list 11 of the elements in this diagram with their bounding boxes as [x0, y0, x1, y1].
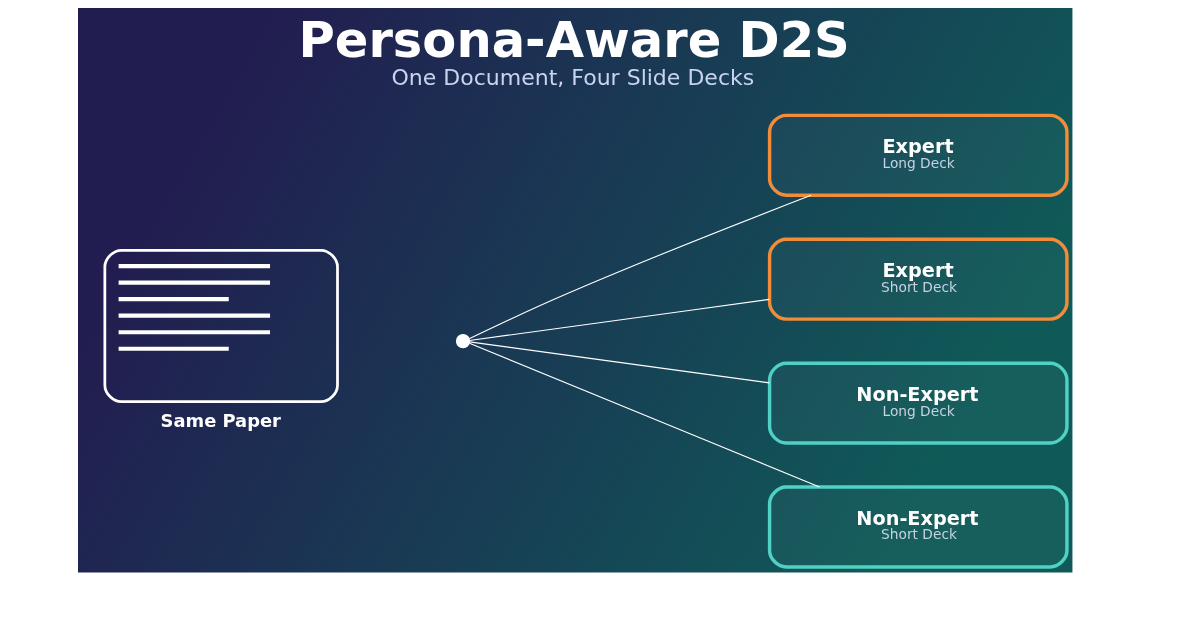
node-circle [455, 334, 471, 349]
connector [468, 194, 812, 340]
connector [468, 341, 770, 384]
connector [468, 298, 770, 341]
node-box: Non-Expert Short Deck [767, 485, 1069, 569]
node-box: Expert Short Deck [767, 237, 1069, 321]
node-label: Same Paper [160, 410, 281, 432]
connector [468, 342, 821, 488]
node-box [103, 248, 339, 404]
node-box: Expert Long Deck [767, 113, 1069, 197]
node-box: Non-Expert Long Deck [767, 361, 1069, 445]
